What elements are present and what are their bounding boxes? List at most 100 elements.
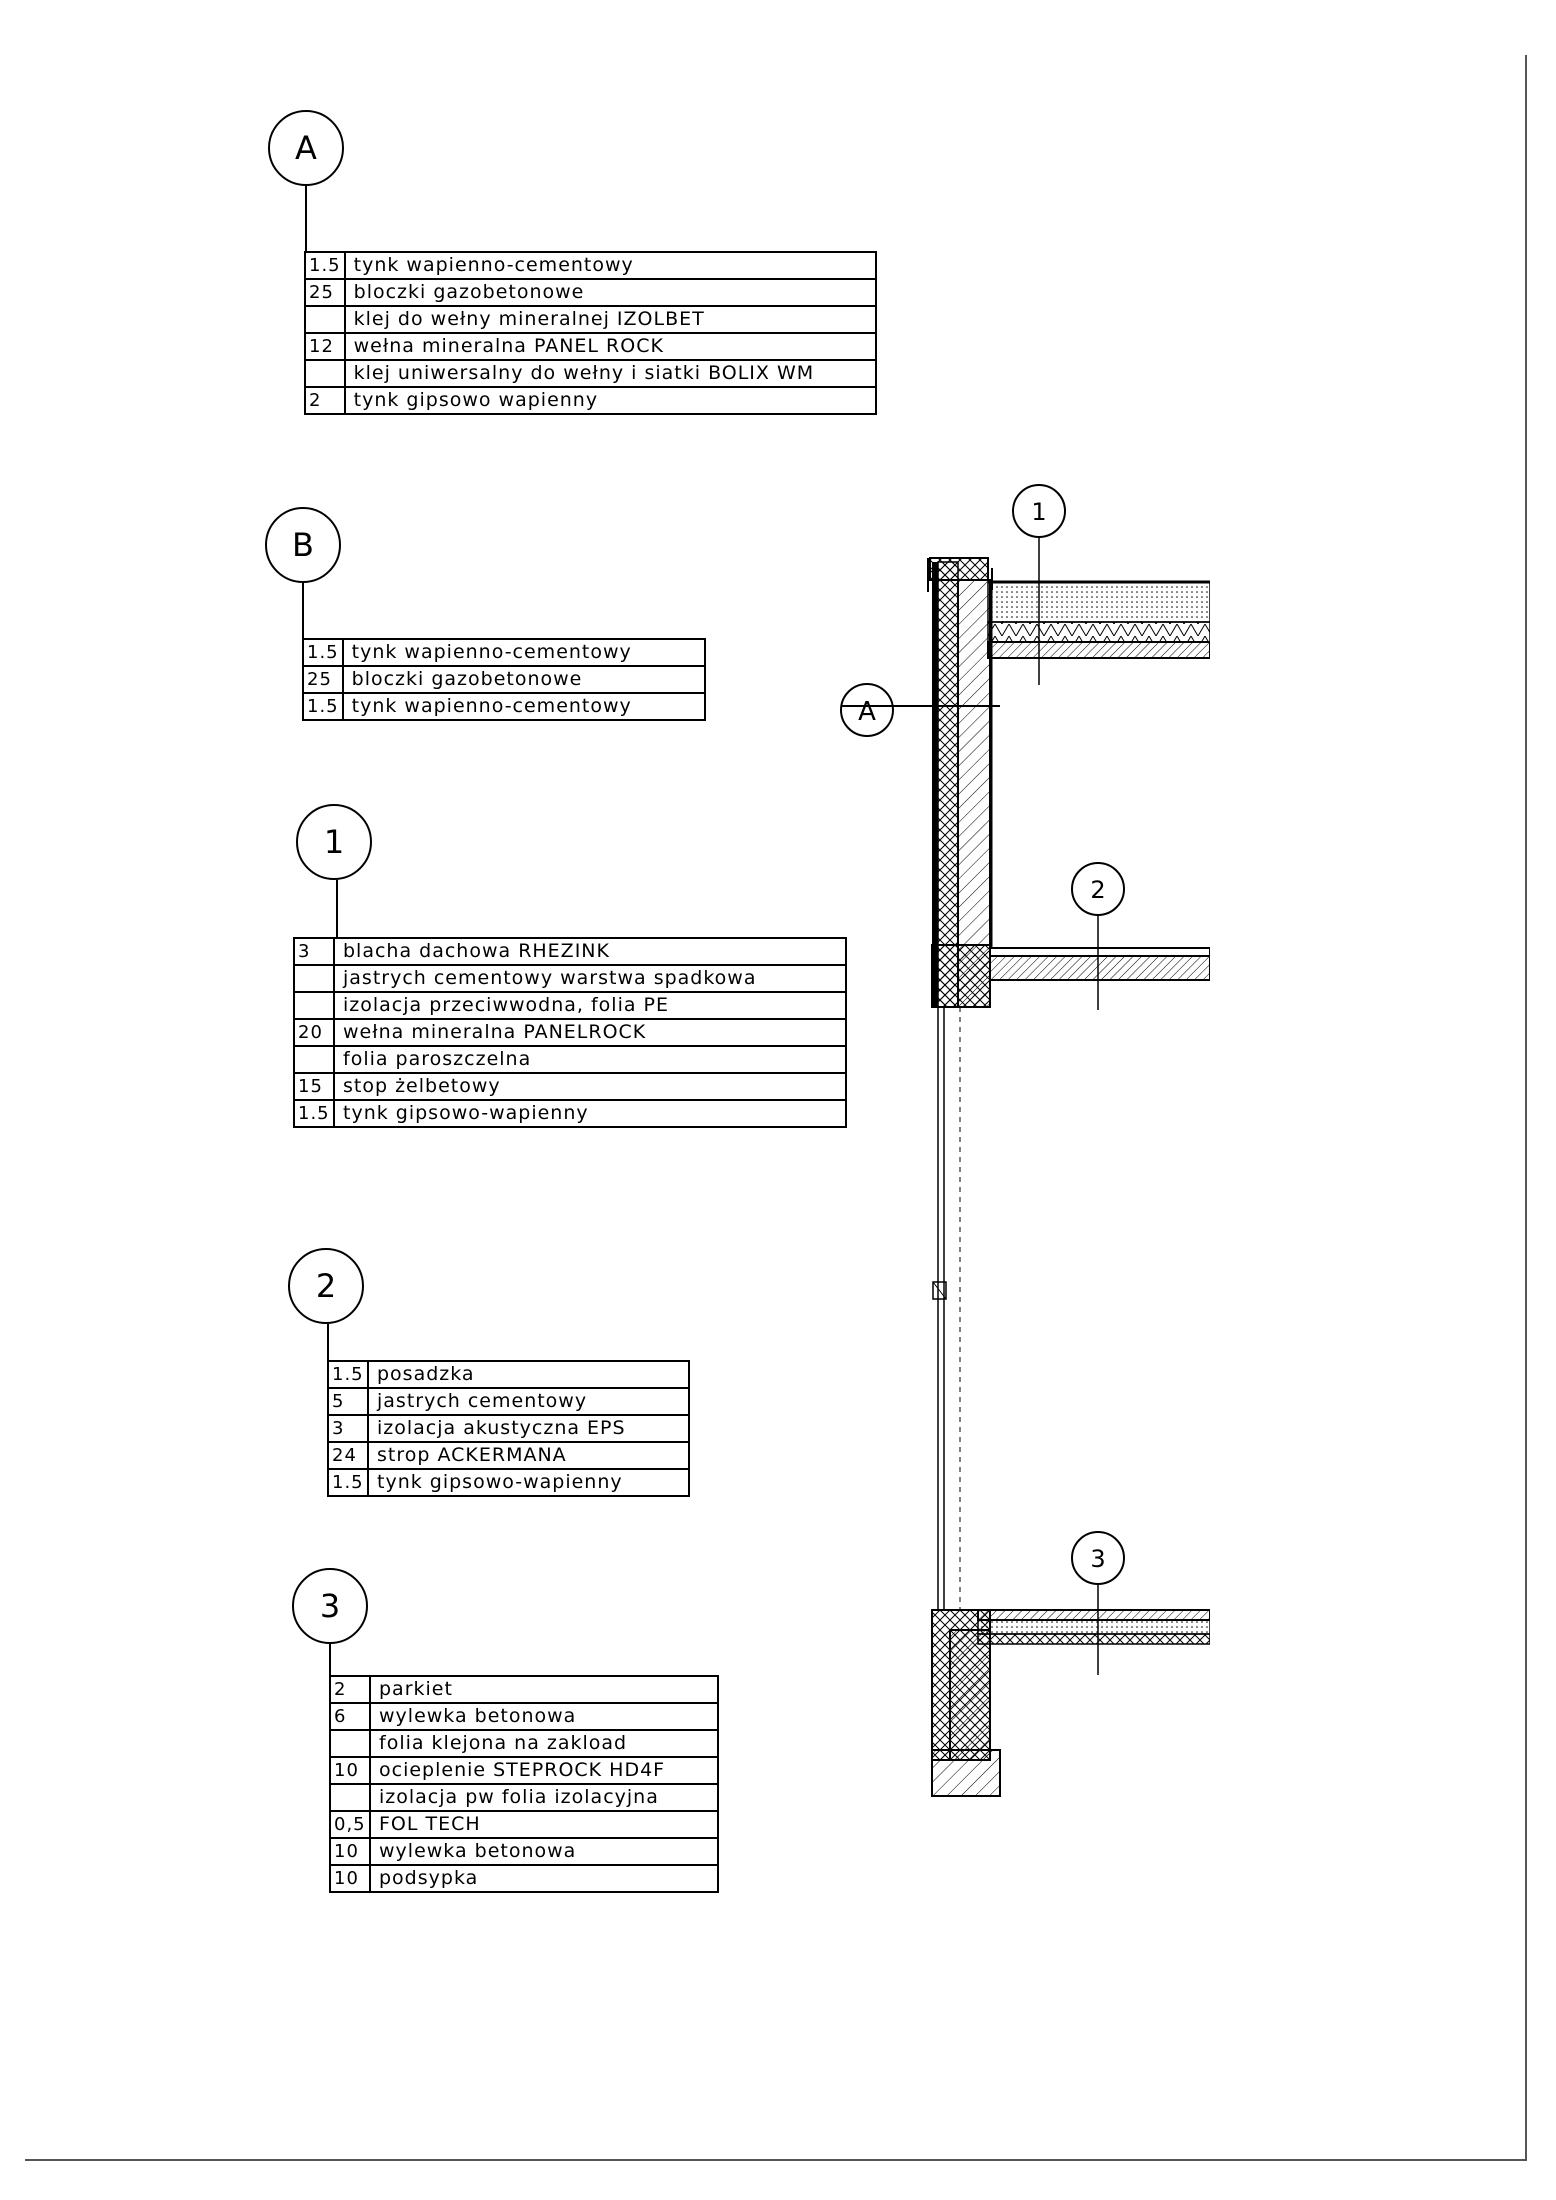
layer-material: posadzka bbox=[367, 1360, 690, 1389]
window-hinge bbox=[932, 1281, 947, 1300]
roof-screed bbox=[987, 581, 1210, 623]
layer-material: tynk wapienno-cementowy bbox=[341, 692, 707, 721]
detail-tag-3: 3 bbox=[292, 1568, 368, 1644]
layer-material: bloczki gazobetonowe bbox=[341, 665, 707, 694]
ground-floor-parquet bbox=[977, 1609, 1210, 1621]
section-marker-1: 1 bbox=[1012, 484, 1066, 685]
window bbox=[932, 1007, 961, 1610]
layer-material: jastrych cementowy bbox=[367, 1387, 690, 1416]
layer-thickness: 15 bbox=[293, 1072, 335, 1101]
section-marker-2-label: 2 bbox=[1090, 876, 1105, 904]
layer-material: jastrych cementowy warstwa spadkowa bbox=[333, 964, 847, 993]
detail-tag-3-label: 3 bbox=[319, 1587, 341, 1625]
section-marker-a-circle bbox=[840, 683, 894, 737]
layer-row: jastrych cementowy warstwa spadkowa bbox=[293, 964, 847, 993]
layer-thickness bbox=[329, 1729, 371, 1758]
layer-row: izolacja przeciwwodna, folia PE bbox=[293, 991, 847, 1020]
layer-thickness: 3 bbox=[293, 937, 335, 966]
layer-row: izolacja pw folia izolacyjna bbox=[329, 1783, 719, 1812]
layer-material: folia klejona na zakload bbox=[369, 1729, 719, 1758]
upper-wall-insulation bbox=[937, 561, 959, 1008]
layer-material: parkiet bbox=[369, 1675, 719, 1704]
layer-thickness: 3 bbox=[327, 1414, 369, 1443]
layer-thickness: 1.5 bbox=[302, 638, 344, 667]
detail-leader-1 bbox=[336, 880, 338, 938]
layer-material: stop żelbetowy bbox=[333, 1072, 847, 1101]
upper-wall-render bbox=[932, 562, 938, 1007]
layer-material: wylewka betonowa bbox=[369, 1702, 719, 1731]
parapet-cap bbox=[929, 557, 989, 581]
layer-thickness: 20 bbox=[293, 1018, 335, 1047]
layer-thickness: 1.5 bbox=[302, 692, 344, 721]
layer-thickness bbox=[329, 1783, 371, 1812]
layer-material: izolacja przeciwwodna, folia PE bbox=[333, 991, 847, 1020]
layer-thickness bbox=[293, 1045, 335, 1074]
layer-material: bloczki gazobetonowe bbox=[343, 278, 878, 307]
layer-thickness: 2 bbox=[304, 386, 346, 415]
layer-thickness: 25 bbox=[302, 665, 344, 694]
layer-thickness bbox=[304, 359, 346, 388]
floor-rim bbox=[931, 944, 991, 1008]
layer-thickness: 6 bbox=[329, 1702, 371, 1731]
detail-tag-b: B bbox=[265, 507, 341, 583]
ground-floor-screed bbox=[977, 1619, 1210, 1635]
layer-thickness: 0,5 bbox=[329, 1810, 371, 1839]
layer-material: blacha dachowa RHEZINK bbox=[333, 937, 847, 966]
floor-slab bbox=[989, 955, 1210, 981]
layer-thickness: 10 bbox=[329, 1864, 371, 1893]
layer-row: klej uniwersalny do wełny i siatki BOLIX… bbox=[304, 359, 878, 388]
floor-finish bbox=[989, 947, 1210, 957]
roof-slab bbox=[987, 568, 1210, 659]
layer-thickness bbox=[304, 305, 346, 334]
layer-row: folia paroszczelna bbox=[293, 1045, 847, 1074]
section-marker-2: 2 bbox=[1071, 862, 1125, 1010]
detail-tag-2-label: 2 bbox=[315, 1267, 337, 1305]
layer-material: wełna mineralna PANELROCK bbox=[333, 1018, 847, 1047]
wall-section-drawing: A 1 2 3 bbox=[840, 484, 1210, 1797]
layer-material: wylewka betonowa bbox=[369, 1837, 719, 1866]
detail-leader-3 bbox=[329, 1644, 331, 1676]
foundation bbox=[931, 1749, 1001, 1797]
layer-thickness: 25 bbox=[304, 278, 346, 307]
sheet-border-bottom bbox=[25, 2159, 1527, 2161]
detail-tag-a-label: A bbox=[295, 129, 317, 167]
layer-material: klej do wełny mineralnej IZOLBET bbox=[343, 305, 878, 334]
lower-wall bbox=[931, 1609, 1210, 1797]
layer-thickness: 1.5 bbox=[327, 1360, 369, 1389]
section-marker-a-label: A bbox=[858, 697, 876, 727]
layer-thickness: 10 bbox=[329, 1837, 371, 1866]
layer-material: izolacja pw folia izolacyjna bbox=[369, 1783, 719, 1812]
layer-material: tynk wapienno-cementowy bbox=[343, 251, 878, 280]
layer-row: folia klejona na zakload bbox=[329, 1729, 719, 1758]
section-marker-3-label: 3 bbox=[1090, 1545, 1105, 1573]
detail-tag-b-label: B bbox=[292, 526, 314, 564]
layer-material: podsypka bbox=[369, 1864, 719, 1893]
layer-material: wełna mineralna PANEL ROCK bbox=[343, 332, 878, 361]
layer-material: ocieplenie STEPROCK HD4F bbox=[369, 1756, 719, 1785]
detail-tag-a: A bbox=[268, 110, 344, 186]
layer-thickness: 24 bbox=[327, 1441, 369, 1470]
layer-thickness: 10 bbox=[329, 1756, 371, 1785]
lower-wall-block bbox=[949, 1629, 991, 1761]
layer-material: tynk gipsowo wapienny bbox=[343, 386, 878, 415]
roof-wool bbox=[987, 621, 1210, 643]
